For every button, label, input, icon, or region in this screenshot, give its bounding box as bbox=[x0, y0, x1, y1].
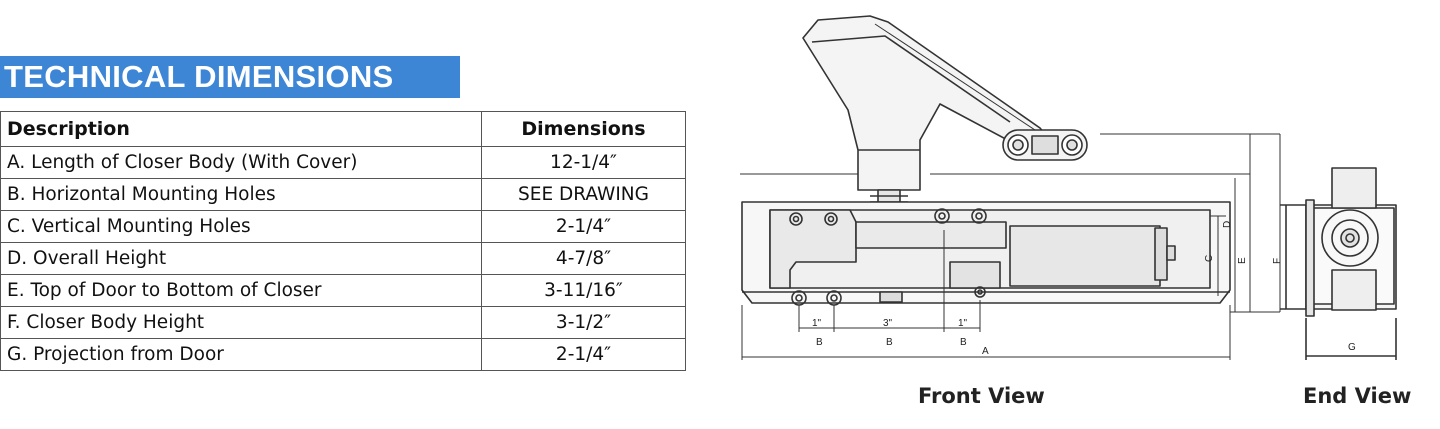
label-e: E bbox=[1237, 257, 1248, 264]
row-description: E. Top of Door to Bottom of Closer bbox=[0, 274, 482, 307]
label-f: F bbox=[1272, 258, 1283, 264]
table-row: F. Closer Body Height 3-1/2″ bbox=[0, 306, 686, 339]
label-one-inch-left: 1" bbox=[812, 318, 822, 329]
row-dimension: 2-1/4″ bbox=[481, 338, 686, 371]
row-description: A. Length of Closer Body (With Cover) bbox=[0, 146, 482, 179]
end-view-caption: End View bbox=[1303, 384, 1412, 408]
front-dimension-lines bbox=[741, 133, 1281, 360]
label-b-middle: B bbox=[886, 337, 893, 348]
label-d: D bbox=[1222, 221, 1233, 228]
table-header-row: Description Dimensions bbox=[0, 111, 686, 147]
label-g: G bbox=[1348, 342, 1356, 353]
label-c: C bbox=[1204, 255, 1215, 262]
table-row: G. Projection from Door 2-1/4″ bbox=[0, 338, 686, 371]
label-a: A bbox=[982, 346, 989, 357]
technical-drawing: 1" B 3" B 1" B A C D E F G bbox=[740, 15, 1397, 360]
row-description: F. Closer Body Height bbox=[0, 306, 482, 339]
row-description: C. Vertical Mounting Holes bbox=[0, 210, 482, 243]
table-row: C. Vertical Mounting Holes 2-1/4″ bbox=[0, 210, 686, 243]
section-title-bar: TECHNICAL DIMENSIONS bbox=[0, 56, 460, 98]
row-dimension: 12-1/4″ bbox=[481, 146, 686, 179]
row-description: B. Horizontal Mounting Holes bbox=[0, 178, 482, 211]
row-dimension: 3-11/16″ bbox=[481, 274, 686, 307]
dimensions-table: Description Dimensions A. Length of Clos… bbox=[0, 111, 686, 371]
label-b-left: B bbox=[816, 337, 823, 348]
row-dimension: SEE DRAWING bbox=[481, 178, 686, 211]
label-b-right: B bbox=[960, 337, 967, 348]
column-header-description: Description bbox=[0, 111, 482, 147]
label-three-inch: 3" bbox=[883, 318, 893, 329]
end-view-drawing bbox=[1280, 167, 1397, 360]
table-row: D. Overall Height 4-7/8″ bbox=[0, 242, 686, 275]
section-title: TECHNICAL DIMENSIONS bbox=[4, 59, 394, 94]
row-dimension: 4-7/8″ bbox=[481, 242, 686, 275]
table-row: B. Horizontal Mounting Holes SEE DRAWING bbox=[0, 178, 686, 211]
label-one-inch-right: 1" bbox=[958, 318, 968, 329]
table-row: A. Length of Closer Body (With Cover) 12… bbox=[0, 146, 686, 179]
row-description: G. Projection from Door bbox=[0, 338, 482, 371]
row-dimension: 3-1/2″ bbox=[481, 306, 686, 339]
table-row: E. Top of Door to Bottom of Closer 3-11/… bbox=[0, 274, 686, 307]
closer-arm bbox=[802, 15, 1088, 191]
column-header-dimensions: Dimensions bbox=[481, 111, 686, 147]
row-dimension: 2-1/4″ bbox=[481, 210, 686, 243]
closer-body bbox=[769, 208, 1211, 306]
front-view-caption: Front View bbox=[918, 384, 1045, 408]
row-description: D. Overall Height bbox=[0, 242, 482, 275]
